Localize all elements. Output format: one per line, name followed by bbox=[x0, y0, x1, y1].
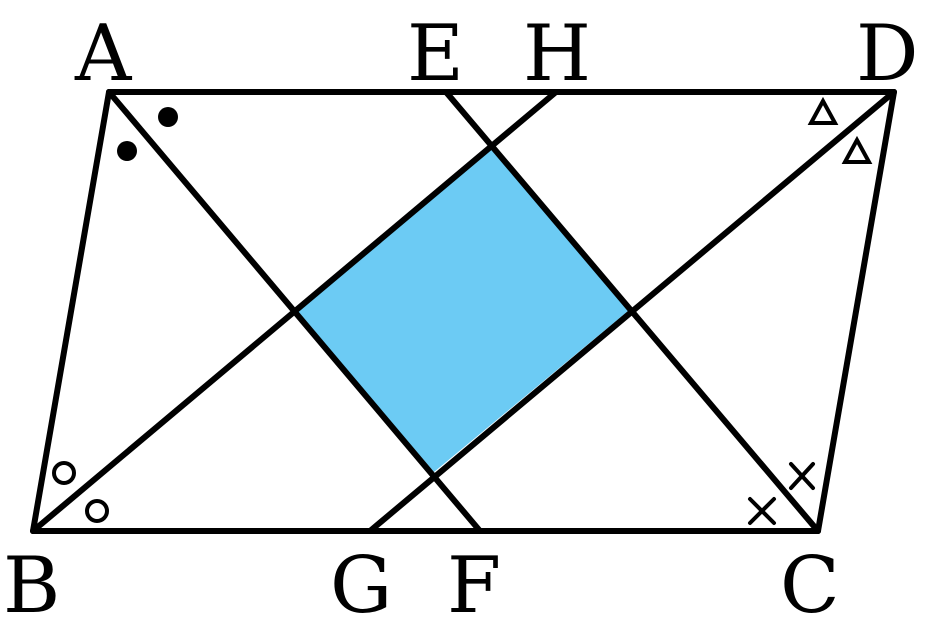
segment-dg bbox=[367, 89, 897, 534]
side-dc bbox=[815, 89, 897, 534]
label-b: B bbox=[3, 541, 60, 631]
angle-mark-triangle bbox=[807, 96, 839, 125]
angle-mark-ring bbox=[85, 499, 109, 523]
label-g: G bbox=[330, 541, 392, 631]
angle-mark-triangle bbox=[841, 135, 873, 164]
label-e: E bbox=[407, 9, 464, 99]
label-h: H bbox=[523, 9, 591, 99]
label-f: F bbox=[447, 541, 501, 631]
angle-mark-dot bbox=[117, 141, 137, 161]
angle-mark-dot bbox=[158, 107, 178, 127]
label-d: D bbox=[856, 9, 919, 99]
segment-bh bbox=[30, 89, 559, 534]
angle-mark-ring bbox=[52, 461, 76, 485]
label-a: A bbox=[74, 9, 133, 99]
shaded-quadrilateral bbox=[297, 149, 628, 472]
side-ab bbox=[30, 89, 112, 534]
label-c: C bbox=[780, 541, 840, 631]
angle-mark-cross bbox=[748, 497, 776, 525]
angle-mark-cross bbox=[789, 462, 815, 490]
